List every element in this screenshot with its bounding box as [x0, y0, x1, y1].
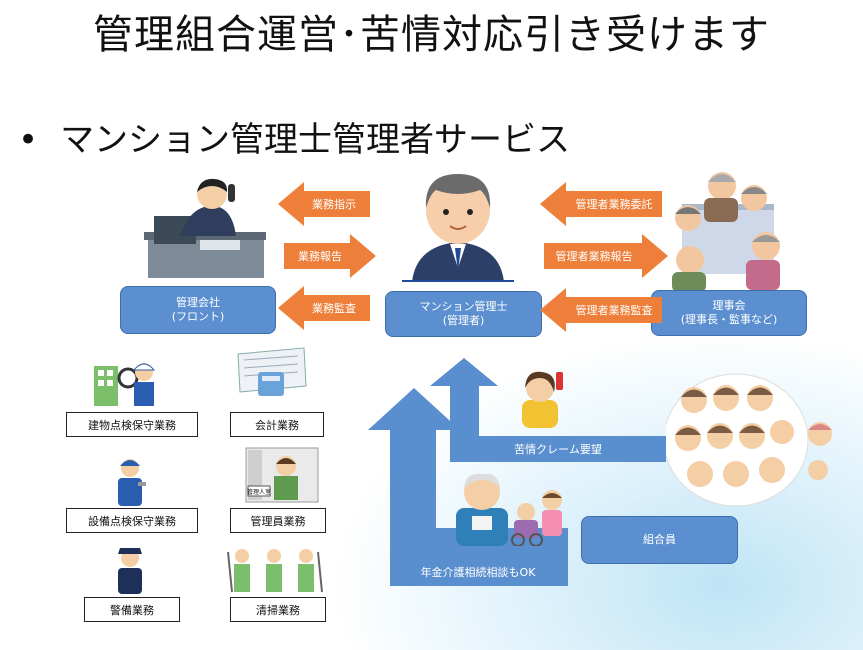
complaining-woman-illustration: [522, 371, 563, 428]
arrow-manager-audit: 管理者業務監査: [540, 288, 662, 332]
management-company-label: 管理会社: [176, 296, 220, 309]
arrow-business-instruction-label: 業務指示: [312, 197, 356, 211]
manager-illustration: [402, 174, 514, 282]
arrow-manager-appointment-label: 管理者業務委託: [576, 197, 653, 211]
condo-manager-box: マンション管理士 (管理者): [385, 291, 542, 337]
condo-manager-label: マンション管理士: [419, 300, 508, 313]
security-guard-illustration: [118, 548, 142, 594]
consult-label: 年金介護相続相談もOK: [421, 565, 537, 579]
accounting-illustration: [237, 347, 307, 396]
residents-illustration: [666, 373, 832, 507]
caretaker-sign: 管理人室: [247, 488, 271, 496]
board-sublabel: (理事長・監事など): [680, 313, 778, 326]
bullet-dot: •: [18, 120, 39, 160]
board-members-illustration: [672, 172, 780, 292]
complaint-arrow: [430, 358, 666, 462]
complaint-label: 苦情クレーム要望: [514, 443, 602, 456]
building-inspection-illustration: [94, 363, 156, 406]
equipment-inspection-illustration: [118, 459, 146, 506]
service-cleaning: 清掃業務: [230, 597, 326, 622]
board-label: 理事会: [712, 299, 746, 312]
caregiver-illustration: [511, 490, 562, 546]
service-heading: • マンション管理士管理者サービス: [18, 112, 570, 161]
company-staff-illustration: [144, 178, 266, 278]
elderly-man-illustration: [456, 473, 508, 546]
association-members-label: 組合員: [643, 533, 676, 546]
arrow-business-instruction: 業務指示: [278, 182, 370, 226]
board-box: 理事会 (理事長・監事など): [651, 290, 807, 336]
arrow-manager-report: 管理者業務報告: [544, 234, 668, 278]
arrow-business-audit: 業務監査: [278, 286, 370, 330]
service-accounting: 会計業務: [230, 412, 324, 437]
arrow-business-report: 業務報告: [284, 234, 376, 278]
service-security: 警備業務: [84, 597, 180, 622]
cleaning-illustration: [227, 549, 323, 593]
arrow-manager-report-label: 管理者業務報告: [556, 249, 633, 263]
condo-manager-sublabel: (管理者): [442, 314, 485, 327]
arrow-manager-audit-label: 管理者業務監査: [576, 303, 653, 317]
management-company-box: 管理会社 (フロント): [120, 286, 276, 334]
page-title: 管理組合運営･苦情対応引き受けます: [93, 12, 770, 58]
arrow-business-audit-label: 業務監査: [312, 301, 356, 315]
service-caretaker: 管理員業務: [230, 508, 326, 533]
association-members-box: 組合員: [581, 516, 738, 564]
arrow-manager-appointment: 管理者業務委託: [540, 182, 662, 226]
service-building-inspection: 建物点検保守業務: [66, 412, 198, 437]
caretaker-illustration: 管理人室: [245, 447, 319, 503]
service-equipment-inspection: 設備点検保守業務: [66, 508, 198, 533]
arrow-business-report-label: 業務報告: [298, 249, 342, 263]
service-heading-text: マンション管理士管理者サービス: [60, 120, 571, 160]
management-company-sublabel: (フロント): [171, 310, 225, 323]
